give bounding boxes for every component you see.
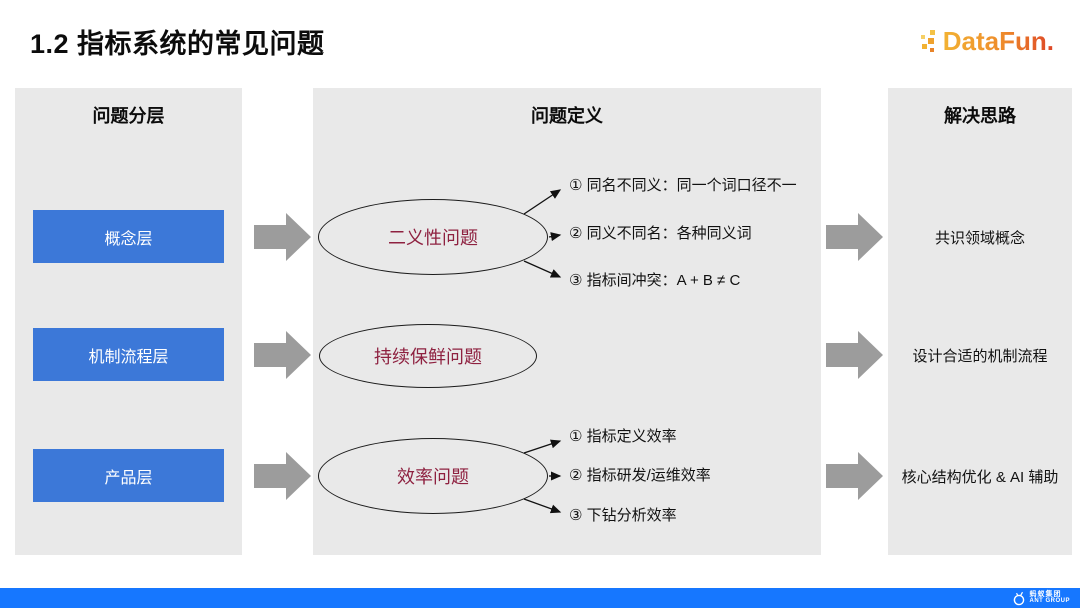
flow-arrow [826, 452, 883, 500]
panel-header-definitions: 问题定义 [531, 106, 603, 126]
page-title: 1.2 指标系统的常见问题 [30, 29, 325, 59]
problem-detail: ② 同义不同名：各种同义词 [569, 225, 752, 242]
ant-group-logo: 蚂蚁集团 ANT GROUP [1012, 591, 1071, 606]
problem-detail: ③ 指标间冲突：A + B ≠ C [569, 272, 741, 289]
panel-solutions: 解决思路 共识领域概念 设计合适的机制流程 核心结构优化 & AI 辅助 [888, 88, 1072, 555]
layer-box-product: 产品层 [33, 449, 224, 502]
solution-item: 核心结构优化 & AI 辅助 [901, 469, 1059, 486]
problem-ellipse-freshness: 持续保鲜问题 [319, 324, 537, 388]
datafun-logo: DataFun. [918, 26, 1054, 57]
ant-brand-cn: 蚂蚁集团 [1029, 591, 1062, 598]
flow-arrow [254, 452, 311, 500]
flow-arrow [826, 331, 883, 379]
problem-detail: ② 指标研发/运维效率 [569, 467, 711, 484]
problem-detail: ① 指标定义效率 [569, 428, 677, 445]
layer-box-mechanism: 机制流程层 [33, 328, 224, 381]
panel-problem-layers: 问题分层 概念层 机制流程层 产品层 [15, 88, 242, 555]
solution-item: 共识领域概念 [934, 230, 1025, 247]
problem-label: 二义性问题 [388, 228, 478, 248]
ant-brand-text: 蚂蚁集团 ANT GROUP [1030, 591, 1071, 605]
problem-label: 持续保鲜问题 [374, 347, 482, 367]
flow-arrow [254, 213, 311, 261]
problem-ellipse-ambiguity: 二义性问题 [318, 199, 548, 275]
problem-ellipse-efficiency: 效率问题 [318, 438, 548, 514]
panel-header-solutions: 解决思路 [944, 106, 1016, 126]
problem-label: 效率问题 [397, 467, 469, 487]
panel-header-layers: 问题分层 [92, 106, 165, 126]
datafun-pixel-icon [920, 29, 935, 52]
problem-detail: ① 同名不同义：同一个词口径不一 [569, 177, 797, 194]
problem-detail: ③ 下钻分析效率 [569, 507, 677, 524]
layer-box-concept: 概念层 [33, 210, 224, 263]
ant-brand-en: ANT GROUP [1029, 598, 1070, 604]
panel-problem-definitions: 问题定义 二义性问题 持续保鲜问题 效率问题 ① 同名不同义：同一个词口径不一 … [313, 88, 821, 555]
ant-icon [1013, 591, 1024, 605]
datafun-logo-text: DataFun. [942, 26, 1054, 56]
flow-arrow [826, 213, 883, 261]
flow-arrow [254, 331, 311, 379]
footer-bar: 蚂蚁集团 ANT GROUP [0, 588, 1080, 608]
solution-item: 设计合适的机制流程 [912, 348, 1048, 365]
